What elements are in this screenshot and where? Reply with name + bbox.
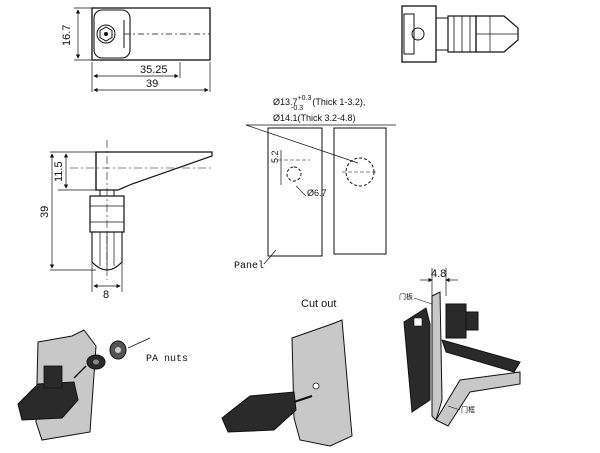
iso-assembly-view: PA nuts: [17, 329, 188, 441]
top-view: 16.7 35.25 39: [61, 7, 211, 93]
cam-lever-2: [221, 391, 297, 433]
door-frame-label: 门框: [461, 405, 475, 414]
panel-left: [267, 127, 323, 257]
door-frame: [435, 371, 521, 427]
cutout-tol-lower: -0.3: [291, 105, 303, 112]
cutout-spec-line1-prefix: Ø13.7: [273, 97, 298, 107]
top-width-inner-dim: 35.25: [140, 64, 168, 76]
cutout-spec: Ø13.7+0.3(Thick 1-3.2), -0.3 Ø14.1(Thick…: [234, 95, 396, 272]
cutout-spec-line1-suffix: (Thick 1-3.2),: [312, 97, 365, 107]
cutout-spec-line2: Ø14.1(Thick 3.2-4.8): [273, 113, 356, 123]
cutout-tol-upper: +0.3: [298, 95, 312, 102]
cam-lever-3: [403, 307, 431, 413]
cam-arm: [95, 151, 213, 191]
top-width-outer-dim: 39: [146, 78, 158, 90]
panel-plate-2: [291, 319, 353, 447]
door-panel-label: 门板: [399, 292, 413, 301]
cam-lever-1: [17, 381, 79, 421]
pa-nuts-label: PA nuts: [146, 354, 188, 365]
panel-right: [333, 127, 387, 255]
hex-head-circle: [96, 24, 116, 44]
gap-dim: 4.8: [431, 268, 446, 280]
side-top-dim: 11.5: [53, 161, 65, 182]
panel-label: Panel: [234, 260, 264, 272]
side-total-dim: 39: [39, 206, 51, 218]
slot: [286, 166, 302, 182]
door-panel: [431, 291, 443, 421]
iso-cutout-view: Cut out: [221, 298, 353, 447]
hole-dim: Ø6.7: [307, 188, 327, 198]
svg-text:Ø13.7+0.3(Thick 1-3.2),: Ø13.7+0.3(Thick 1-3.2),: [273, 95, 365, 107]
top-view-outline: [91, 7, 211, 61]
top-height-dim: 16.7: [61, 25, 73, 46]
slot-dim: 5.2: [270, 150, 280, 163]
hex-head: [99, 26, 113, 42]
cutout-title: Cut out: [301, 298, 336, 310]
side-view: 11.5 39 8: [39, 140, 213, 301]
side-bottom-dim: 8: [103, 289, 109, 301]
side-profile-view: [401, 5, 519, 63]
iso-door-view: 4.8 门板 门框: [399, 268, 521, 427]
